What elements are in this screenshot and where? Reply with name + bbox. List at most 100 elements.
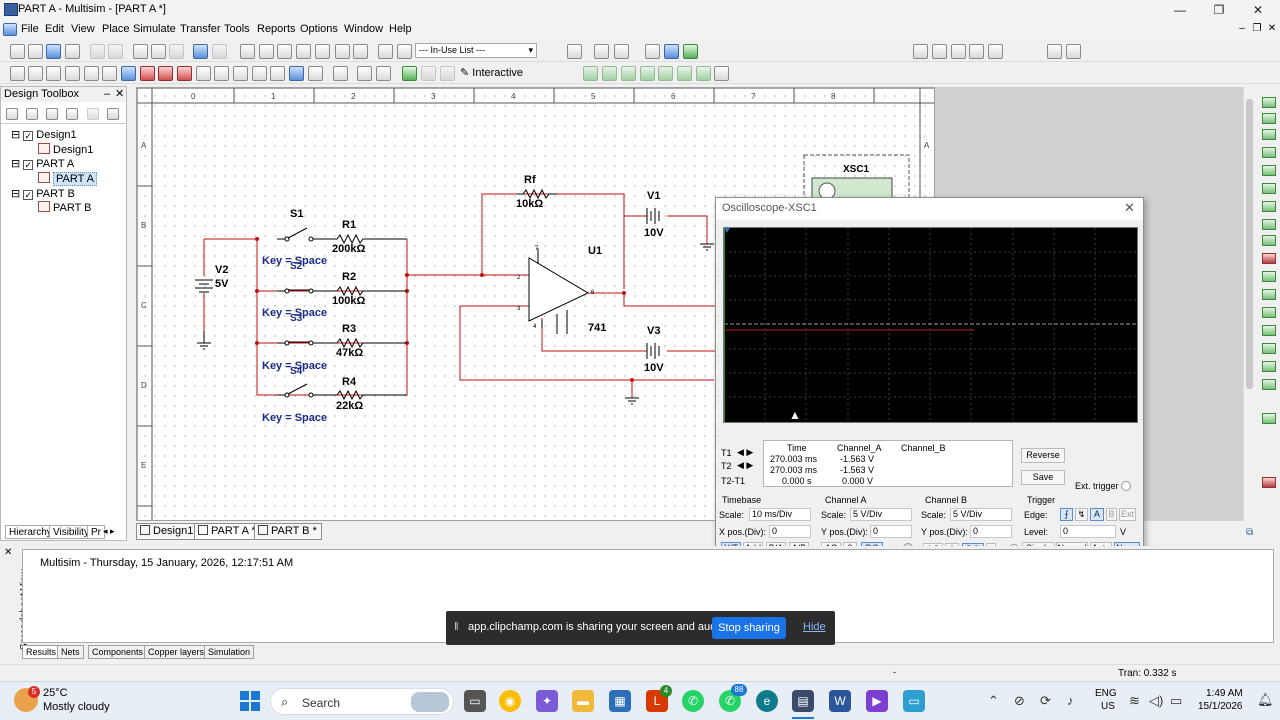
visibility-checkbox[interactable]: ✓ [23,160,34,170]
open-design-icon[interactable] [26,108,38,120]
menu-place[interactable]: Place [102,23,130,35]
iv-analyzer-icon[interactable] [1262,271,1276,282]
probe-settings-icon[interactable] [696,66,711,81]
close-design-icon[interactable] [66,108,78,120]
place-hierarchical-icon[interactable] [357,66,372,81]
maximize-button[interactable]: ❐ [1213,3,1225,17]
menu-help[interactable]: Help [389,23,412,35]
weather-icon[interactable]: 5 [14,686,40,712]
microphone-icon[interactable]: ♪ [1067,693,1074,708]
notification-bell-icon[interactable]: 🔔︎ [1257,692,1274,707]
place-rf-icon[interactable] [289,66,304,81]
trigger-source-ext-button[interactable]: Ext [1119,508,1136,521]
stop-sharing-button[interactable]: Stop sharing [712,617,786,639]
grapher-icon[interactable] [315,44,330,59]
channel-a-scale-input[interactable]: 5 V/Div [850,508,912,521]
cut-icon[interactable] [133,44,148,59]
menu-edit[interactable]: Edit [45,23,64,35]
menu-view[interactable]: View [71,23,95,35]
chevron-up-icon[interactable]: ⌃ [988,693,999,708]
save-button[interactable]: Save [1021,470,1065,485]
save-design-icon[interactable] [46,108,58,120]
probe-power-icon[interactable] [621,66,636,81]
function-generator-icon[interactable] [1262,113,1276,124]
zoom-sheet-icon[interactable] [969,44,984,59]
print-icon[interactable] [90,44,105,59]
gear-icon[interactable] [714,66,729,81]
bode-plotter-icon[interactable] [1262,183,1276,194]
multimeter-icon[interactable] [1262,97,1276,108]
back-annotate-icon[interactable] [594,44,609,59]
zoom-out-icon[interactable] [932,44,947,59]
probe-current-icon[interactable] [602,66,617,81]
place-mixed-icon[interactable] [196,66,211,81]
menu-simulate[interactable]: Simulate [133,23,176,35]
toggle-fullscreen-icon[interactable] [240,44,255,59]
tree-item-part-a-sheet[interactable]: PART A [38,172,97,186]
tab-scroll-arrows[interactable]: ◂ ▸ [103,526,115,536]
help-icon[interactable] [683,44,698,59]
mute-icon[interactable]: ⊘ [1014,693,1025,708]
screen-share-icon[interactable]: ▭ [903,690,925,712]
trigger-source-b-button[interactable]: B [1106,508,1117,521]
wattmeter-icon[interactable] [1262,129,1276,140]
nest-icon[interactable] [107,108,119,120]
tree-item-design1-sheet[interactable]: Design1 [38,143,93,157]
open-icon[interactable] [28,44,43,59]
database-manager-icon[interactable] [296,44,311,59]
clock-time[interactable]: 1:49 AM [1206,688,1243,699]
zoom-in-icon[interactable] [913,44,928,59]
weather-description[interactable]: Mostly cloudy [43,701,110,713]
whatsapp-business-icon[interactable]: ✆ 88 [719,684,747,712]
place-power-icon[interactable] [158,66,173,81]
place-electromechanical-icon[interactable] [308,66,323,81]
microsoft-store-icon[interactable]: ▦ [609,690,631,712]
education-web-icon[interactable] [664,44,679,59]
agilent-multimeter-icon[interactable] [1262,361,1276,372]
new-icon[interactable] [10,44,25,59]
probe-differential-icon[interactable] [640,66,655,81]
component-wizard-icon[interactable] [378,44,393,59]
oscilloscope-close-icon[interactable]: ✕ [1124,200,1135,215]
place-transistor-icon[interactable] [65,66,80,81]
language-primary[interactable]: ENG [1095,688,1117,699]
mdi-close-button[interactable]: ✕ [1267,23,1277,34]
tab-components[interactable]: Components [88,645,148,659]
trigger-level-input[interactable]: 0 [1060,525,1116,538]
spreadsheet-view-icon[interactable] [277,44,292,59]
taskbar-search-box[interactable]: ⌕ Search [270,688,454,715]
place-ttl-icon[interactable] [102,66,117,81]
oscilloscope-icon[interactable] [1262,147,1276,158]
agilent-function-generator-icon[interactable] [1262,343,1276,354]
drag-handle-icon[interactable]: ‖ [454,621,459,633]
design-toolbox-icon[interactable] [259,44,274,59]
start-icon[interactable] [240,691,260,711]
minimize-button[interactable]: — [1174,3,1186,17]
probe-reference-icon[interactable] [677,66,692,81]
forward-annotate-icon[interactable] [614,44,629,59]
channel-b-ypos-input[interactable]: 0 [970,525,1012,538]
t2-arrows[interactable]: ◀ ▶ [737,460,754,470]
scrollbar-thumb[interactable] [1246,99,1253,389]
tab-part-a[interactable]: PART A * [194,523,261,540]
place-bus-icon[interactable] [376,66,391,81]
erc-icon[interactable] [353,44,368,59]
redo-icon[interactable] [212,44,227,59]
copilot-icon[interactable]: ✦ [536,690,558,712]
align-left-icon[interactable] [1047,44,1062,59]
menu-tools[interactable]: Tools [224,23,250,35]
mdi-restore-button[interactable]: ❐ [1252,23,1262,34]
toolbox-pin-icon[interactable]: – [104,88,111,100]
hide-link[interactable]: Hide [803,621,826,633]
place-basic-icon[interactable] [28,66,43,81]
close-button[interactable]: ✕ [1252,3,1264,17]
tab-simulation[interactable]: Simulation [204,645,255,659]
place-ladder-icon[interactable] [333,66,348,81]
annotate-icon[interactable] [567,44,582,59]
chrome-icon[interactable]: ◉ [499,690,521,712]
battery-icon[interactable]: ▭ [1170,693,1183,708]
labview-instrument-icon[interactable] [1262,413,1276,424]
network-analyzer-icon[interactable] [1262,325,1276,336]
tree-item-design1[interactable]: ⊟ ✓Design1 [11,129,77,141]
rising-edge-icon[interactable]: ⨍ [1060,508,1073,521]
